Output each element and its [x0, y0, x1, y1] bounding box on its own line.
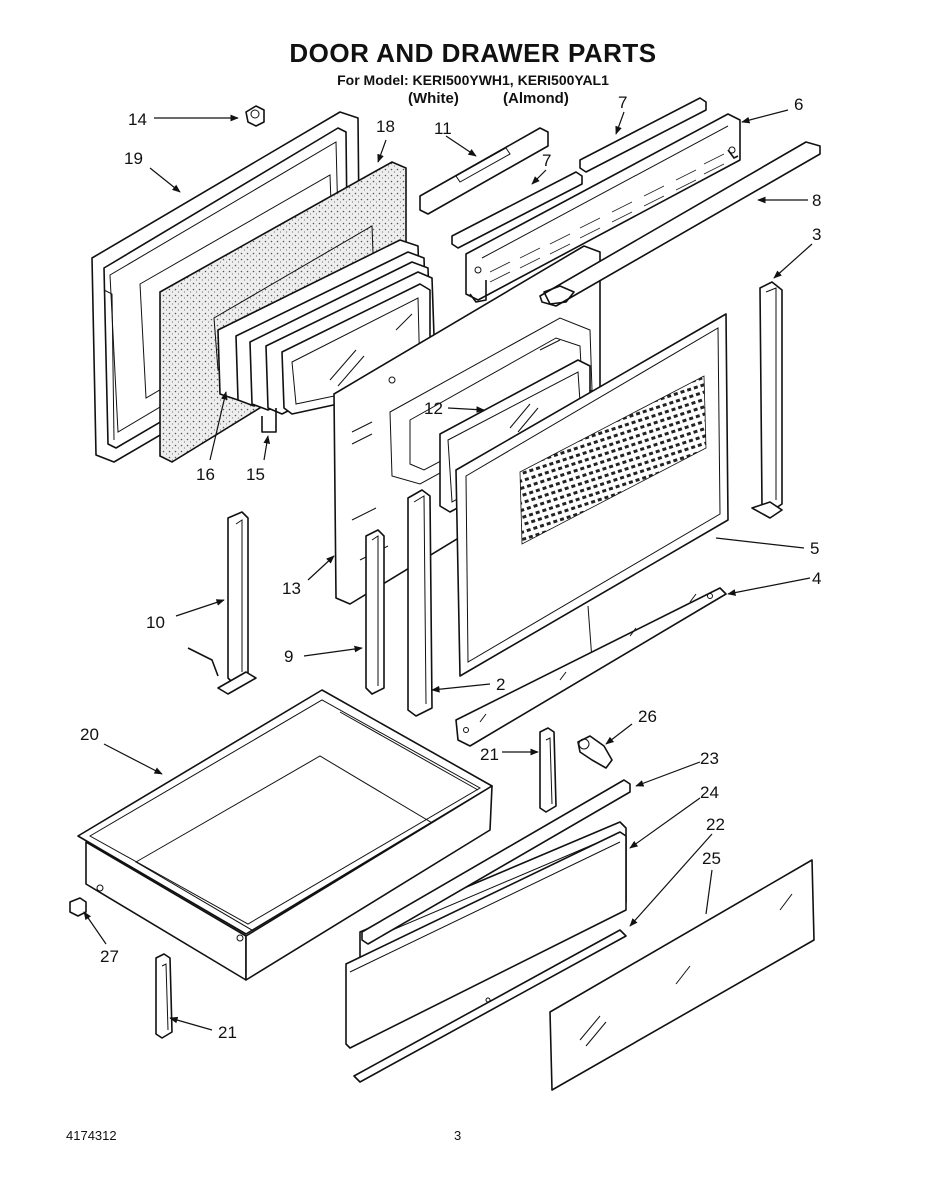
callout-19: 19 — [124, 149, 143, 168]
drawer-roller-26 — [577, 735, 613, 769]
callout-6: 6 — [794, 95, 803, 114]
callout-18: 18 — [376, 117, 395, 136]
callout-numbers: 14 18 19 11 7 7 6 8 3 12 16 15 5 4 13 10… — [80, 93, 821, 1042]
drawer-trim-23 — [361, 779, 631, 945]
variant-almond: (Almond) — [503, 90, 569, 107]
callout-27: 27 — [100, 947, 119, 966]
vent-bracket-11 — [419, 127, 549, 215]
door-channel-9 — [365, 529, 385, 695]
drawer-slide-21-lower — [155, 953, 173, 1039]
doc-number: 4174312 — [66, 1128, 117, 1143]
callout-14: 14 — [128, 110, 147, 129]
drawer-slide-21-upper — [539, 727, 557, 813]
callout-3: 3 — [812, 225, 821, 244]
callout-20: 20 — [80, 725, 99, 744]
callout-9: 9 — [284, 647, 293, 666]
callout-11: 11 — [434, 119, 452, 138]
vent-strips-7 — [451, 97, 707, 249]
drawer-body-20 — [77, 689, 493, 981]
callout-2: 2 — [496, 675, 505, 694]
vent-trim-6 — [465, 113, 741, 303]
callout-12: 12 — [424, 399, 443, 418]
drawer-front-22 — [345, 831, 627, 1083]
leader-lines — [83, 109, 813, 1031]
callout-24: 24 — [700, 783, 719, 802]
callout-21-upper: 21 — [480, 745, 499, 764]
side-trim-3 — [751, 281, 783, 519]
callout-7-upper: 7 — [618, 93, 627, 112]
model-line: For Model: KERI500YWH1, KERI500YAL1 — [337, 72, 609, 88]
callout-13: 13 — [282, 579, 301, 598]
callout-15: 15 — [246, 465, 265, 484]
callout-7-lower: 7 — [542, 151, 551, 170]
side-bracket-10 — [187, 511, 257, 695]
callout-4: 4 — [812, 569, 821, 588]
callout-16: 16 — [196, 465, 215, 484]
callout-23: 23 — [700, 749, 719, 768]
door-handle-8 — [539, 141, 821, 307]
bottom-trim-4 — [455, 587, 727, 747]
callout-10: 10 — [146, 613, 165, 632]
callout-8: 8 — [812, 191, 821, 210]
drawer-glass-25 — [549, 859, 815, 1091]
door-bumper-14 — [245, 105, 265, 127]
callout-25: 25 — [702, 849, 721, 868]
variant-white: (White) — [408, 90, 459, 107]
drawer-bumper-27 — [69, 897, 87, 917]
callout-22: 22 — [706, 815, 725, 834]
callout-5: 5 — [810, 539, 819, 558]
outer-door-panel-5 — [455, 313, 729, 677]
callout-21-lower: 21 — [218, 1023, 237, 1042]
door-channel-2 — [407, 489, 433, 717]
page-number: 3 — [454, 1128, 462, 1143]
callout-26: 26 — [638, 707, 657, 726]
page-title: DOOR AND DRAWER PARTS — [289, 38, 657, 68]
